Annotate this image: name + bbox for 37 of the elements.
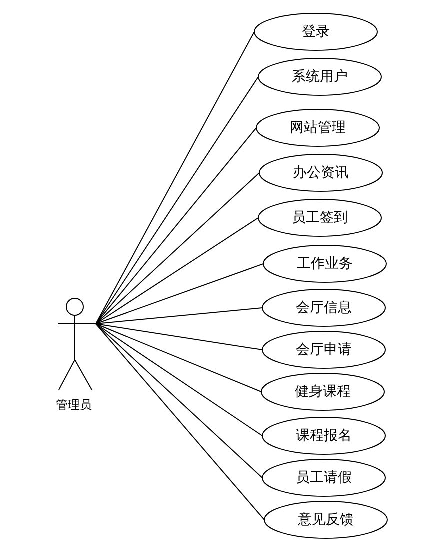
association-line	[96, 76, 259, 324]
association-line	[96, 32, 255, 324]
use-case-label: 办公资讯	[293, 164, 349, 182]
use-case-ellipse	[254, 13, 378, 51]
use-case-label: 工作业务	[297, 255, 353, 273]
use-case-ellipse	[262, 459, 386, 497]
use-case-label: 员工签到	[292, 209, 348, 227]
use-case-label: 会厅信息	[296, 299, 352, 317]
association-line	[96, 264, 264, 324]
association-line	[96, 172, 260, 324]
use-case-label: 员工请假	[296, 469, 352, 487]
use-case-label: 健身课程	[295, 383, 351, 401]
use-case-ellipse	[258, 58, 382, 96]
association-line	[96, 324, 263, 350]
association-line	[96, 218, 259, 324]
use-case-label: 网站管理	[290, 119, 346, 137]
association-line	[96, 324, 262, 392]
use-case-ellipse	[263, 245, 387, 283]
use-case-ellipse	[262, 331, 386, 369]
association-line	[96, 324, 263, 478]
association-line	[96, 128, 257, 324]
use-case-ellipse	[256, 109, 380, 147]
use-case-ellipse	[264, 501, 388, 539]
use-case-label: 课程报名	[296, 427, 352, 445]
use-case-ellipse	[261, 373, 385, 411]
use-case-label: 会厅申请	[296, 341, 352, 359]
use-case-ellipse	[262, 289, 386, 327]
use-case-ellipse	[259, 154, 383, 192]
association-line	[96, 324, 263, 436]
association-line	[96, 324, 265, 520]
use-case-label: 意见反馈	[298, 511, 354, 529]
use-case-label: 登录	[302, 23, 330, 41]
association-line	[96, 308, 263, 324]
use-case-label: 系统用户	[292, 68, 348, 86]
actor-label: 管理员	[55, 397, 93, 414]
use-case-ellipse	[262, 417, 386, 455]
use-case-ellipse	[258, 199, 382, 237]
